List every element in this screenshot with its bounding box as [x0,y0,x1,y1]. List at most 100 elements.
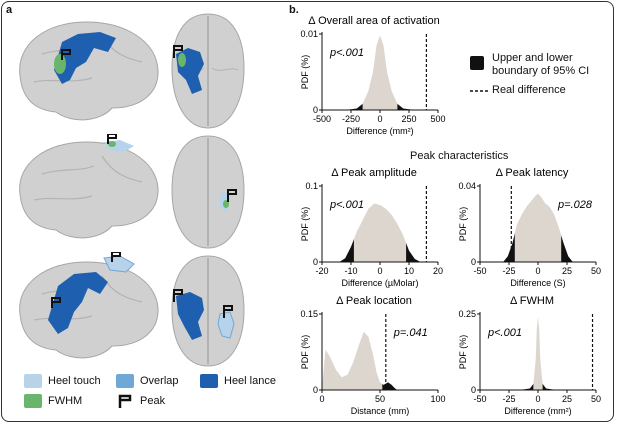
peak-flag-icon [227,189,237,202]
density-area [345,35,415,110]
x-axis-label: Difference (µMolar) [341,278,418,288]
chart-title: Δ Peak location [336,295,412,307]
x-tick-label: 25 [562,394,572,404]
peak-flag-icon [173,289,183,302]
x-tick-label: 250 [401,114,416,124]
legend-heel-lance-label: Heel lance [224,375,276,387]
x-tick-label: 10 [404,266,414,276]
x-tick-label: 0 [535,266,540,276]
y-tick-label: 0 [313,257,318,267]
peak-flag-icon [173,45,183,58]
fwhm-region [54,54,66,74]
legend-fwhm: FWHM [24,394,82,408]
ci-tail-upper [406,242,421,262]
p-value-annotation: p<.001 [487,327,522,339]
p-value-annotation: p<.001 [329,199,364,211]
x-tick-label: -25 [502,266,515,276]
ci-swatch [470,56,484,70]
legend-b: Upper and lower boundary of 95% CI Real … [470,52,610,102]
peak-flag-icon [51,297,61,308]
density-area [514,317,562,390]
p-value-annotation: p=.041 [393,327,428,339]
y-tick-label: 0 [471,385,476,395]
brain-lateral-1 [19,21,159,121]
x-tick-label: -250 [342,114,360,124]
legend-heel-touch-label: Heel touch [48,375,101,387]
x-axis-label: Difference (mm²) [346,126,413,136]
x-tick-label: 0 [377,114,382,124]
density-area [322,331,398,390]
y-axis-label: PDF (%) [458,207,468,242]
x-tick-label: -50 [473,394,486,404]
x-tick-label: 0 [377,266,382,276]
heel-lance-region [54,32,116,84]
y-axis-label: PDF (%) [300,207,310,242]
fwhm-swatch [24,394,42,408]
legend-overlap-label: Overlap [140,375,179,387]
y-tick-label: 0 [313,105,318,115]
legend-a: Heel touch Overlap Heel lance FWHM Peak [24,374,276,420]
peak-flag-icon [223,305,233,318]
chart-title: Δ FWHM [510,295,554,307]
legend-ci-label-1: Upper and lower [492,52,573,64]
brain-lateral-3 [19,252,159,359]
density-area [503,193,573,262]
y-tick-label: 0.15 [300,309,318,319]
legend-heel-lance: Heel lance [200,374,276,388]
chart-title: Δ Peak latency [496,167,569,179]
legend-heel-touch: Heel touch [24,374,101,388]
chart-title: Δ Peak amplitude [331,167,417,179]
panel-b-label: b. [289,4,299,16]
peak-flag-icon [111,252,121,262]
y-tick-label: 0 [471,257,476,267]
x-tick-label: -25 [502,394,515,404]
x-tick-label: 0 [319,394,324,404]
y-tick-label: 0.25 [458,309,476,319]
x-tick-label: 50 [375,394,385,404]
fwhm-region [108,141,116,147]
x-tick-label: 50 [591,394,601,404]
y-tick-label: 0.1 [305,181,318,191]
legend-overlap: Overlap [116,374,179,388]
heel-lance-region [48,272,108,334]
legend-fwhm-label: FWHM [48,395,83,407]
x-tick-label: 0 [535,394,540,404]
panel-a-label: a [6,4,13,16]
brain-dorsal-3 [171,255,245,367]
y-tick-label: 0 [313,385,318,395]
heel-lance-swatch [200,374,218,388]
x-tick-label: 50 [591,266,601,276]
x-tick-label: -20 [315,266,328,276]
heel-touch-region [217,311,235,339]
legend-peak: Peak [116,394,165,408]
x-tick-label: 25 [562,266,572,276]
section-title: Peak characteristics [410,150,509,162]
brain-dorsal-1 [171,13,245,129]
y-axis-label: PDF (%) [300,335,310,370]
fwhm-region [178,53,186,67]
p-value-annotation: p=.028 [557,199,593,211]
y-axis-label: PDF (%) [458,335,468,370]
peak-flag-icon [107,134,117,144]
x-axis-label: Difference (S) [510,278,565,288]
overlap-swatch [116,374,134,388]
y-tick-label: 0.04 [458,181,476,191]
ci-tail-upper [542,383,562,390]
brain-dorsal-2 [171,135,245,249]
x-axis-label: Difference (mm²) [504,406,571,416]
real-difference-line-icon [470,90,488,92]
y-axis-label: PDF (%) [300,55,310,90]
x-tick-label: 500 [430,114,445,124]
p-value-annotation: p<.001 [329,47,364,59]
peak-flag-icon [118,394,132,408]
density-area [339,203,421,262]
y-tick-label: 0.01 [300,29,318,39]
x-tick-label: -10 [344,266,357,276]
brain-lateral-2 [19,134,159,239]
x-axis-label: Distance (mm) [351,406,410,416]
chart-title: Δ Overall area of activation [308,15,439,27]
